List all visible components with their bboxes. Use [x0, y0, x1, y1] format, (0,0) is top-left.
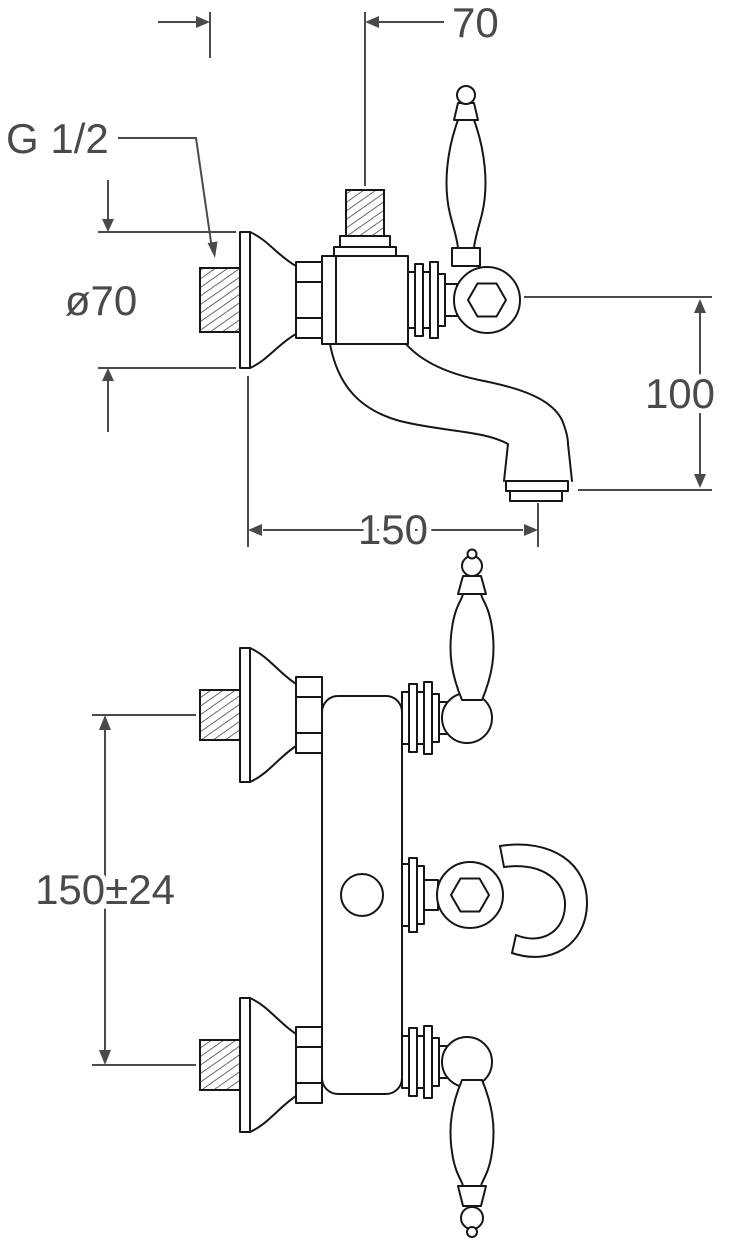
flange-diameter-label: ø70 [65, 277, 137, 324]
thread-size-label: G 1/2 [6, 115, 109, 162]
lower-lever-tip [466, 1226, 478, 1238]
ridge [408, 683, 418, 753]
side-view [199, 85, 573, 502]
ridge [408, 857, 418, 933]
spout-height-label: 100 [645, 370, 715, 417]
inlet-collar-base [333, 246, 397, 257]
ridge [429, 261, 439, 339]
upper-wall-nipple [199, 689, 241, 741]
cartridge-ridges [407, 261, 458, 339]
ridge [423, 681, 433, 755]
knob-hex [467, 282, 507, 318]
upper-lever-cap [457, 575, 487, 595]
arrowhead [99, 715, 111, 730]
aerator-ring [505, 480, 569, 492]
dim-top-offset-label: 70 [452, 0, 499, 46]
lower-lever-finial [460, 1206, 484, 1230]
ridge [401, 1035, 410, 1089]
upper-escutcheon-flange [239, 647, 297, 783]
ridge [407, 271, 416, 329]
top-inlet-thread [345, 189, 385, 237]
temperature-lever [445, 119, 487, 249]
ridge [416, 865, 425, 925]
arrowhead [102, 219, 114, 232]
handshower-hook-inner [503, 865, 567, 940]
hook-end [499, 845, 505, 868]
ridge [416, 691, 425, 745]
diverter-stem [423, 879, 439, 911]
arrowhead [248, 524, 262, 536]
dim-spout-height: 100 [524, 296, 720, 491]
upper-handle-assembly [401, 548, 495, 755]
aerator-cap [509, 490, 563, 502]
spout-reach-label: 150 [358, 506, 428, 553]
ridge [408, 1027, 418, 1097]
valve-body [321, 255, 409, 345]
ridge [437, 273, 446, 327]
ridge [414, 263, 424, 337]
mounting-nut [295, 261, 323, 339]
arrowhead [524, 524, 538, 536]
connection-spacing-label: 150±24 [35, 866, 175, 913]
lower-escutcheon-flange [239, 997, 297, 1133]
lever-finial [456, 85, 476, 105]
handshower-hook-outer [499, 843, 589, 958]
diverter-knob [453, 266, 521, 334]
ridge [401, 691, 410, 745]
arrowhead [196, 16, 210, 28]
diverter-knob-front [436, 861, 504, 929]
upper-mounting-nut [295, 676, 323, 754]
lower-lever-cap [457, 1185, 487, 1207]
escutcheon-flange [239, 231, 297, 369]
dim-connection-spacing: 150±24 [30, 714, 196, 1066]
tub-spout-upper-contour [405, 343, 573, 482]
arrowhead [365, 16, 379, 28]
arrowhead [694, 474, 706, 488]
arrowhead [99, 1050, 111, 1065]
ridge [416, 1035, 425, 1089]
inlet-collar [339, 235, 391, 248]
ridge [423, 1025, 433, 1099]
lower-mounting-nut [295, 1026, 323, 1104]
lever-cap [453, 102, 479, 121]
front-view [199, 548, 589, 1238]
arrowhead [102, 368, 114, 381]
dim-flange-diameter: ø70 [60, 180, 236, 432]
dim-thread-size: G 1/2 [1, 110, 218, 258]
upper-lever-tip [466, 548, 478, 560]
lever-base [451, 247, 481, 267]
dim-spout-reach: 150 [247, 376, 539, 558]
dim-top-offset: 70 [158, 0, 504, 186]
hook-end [511, 934, 517, 954]
arrowhead [207, 241, 218, 258]
leader-line [118, 137, 213, 250]
lower-lever [449, 1079, 495, 1187]
body-screw [340, 873, 384, 917]
lower-handle-assembly [401, 1025, 495, 1238]
ridge [401, 863, 410, 927]
lower-wall-nipple [199, 1039, 241, 1091]
knob-hex [450, 877, 490, 913]
ridge [431, 1037, 440, 1087]
tub-spout-lower-contour [329, 343, 509, 482]
arrowhead [694, 299, 706, 313]
diverter-assembly [401, 843, 589, 958]
vertical-body [321, 695, 403, 1095]
ridge [422, 271, 431, 329]
upper-lever [449, 593, 495, 701]
ridge [431, 693, 440, 743]
wall-nipple-thread [199, 267, 241, 333]
